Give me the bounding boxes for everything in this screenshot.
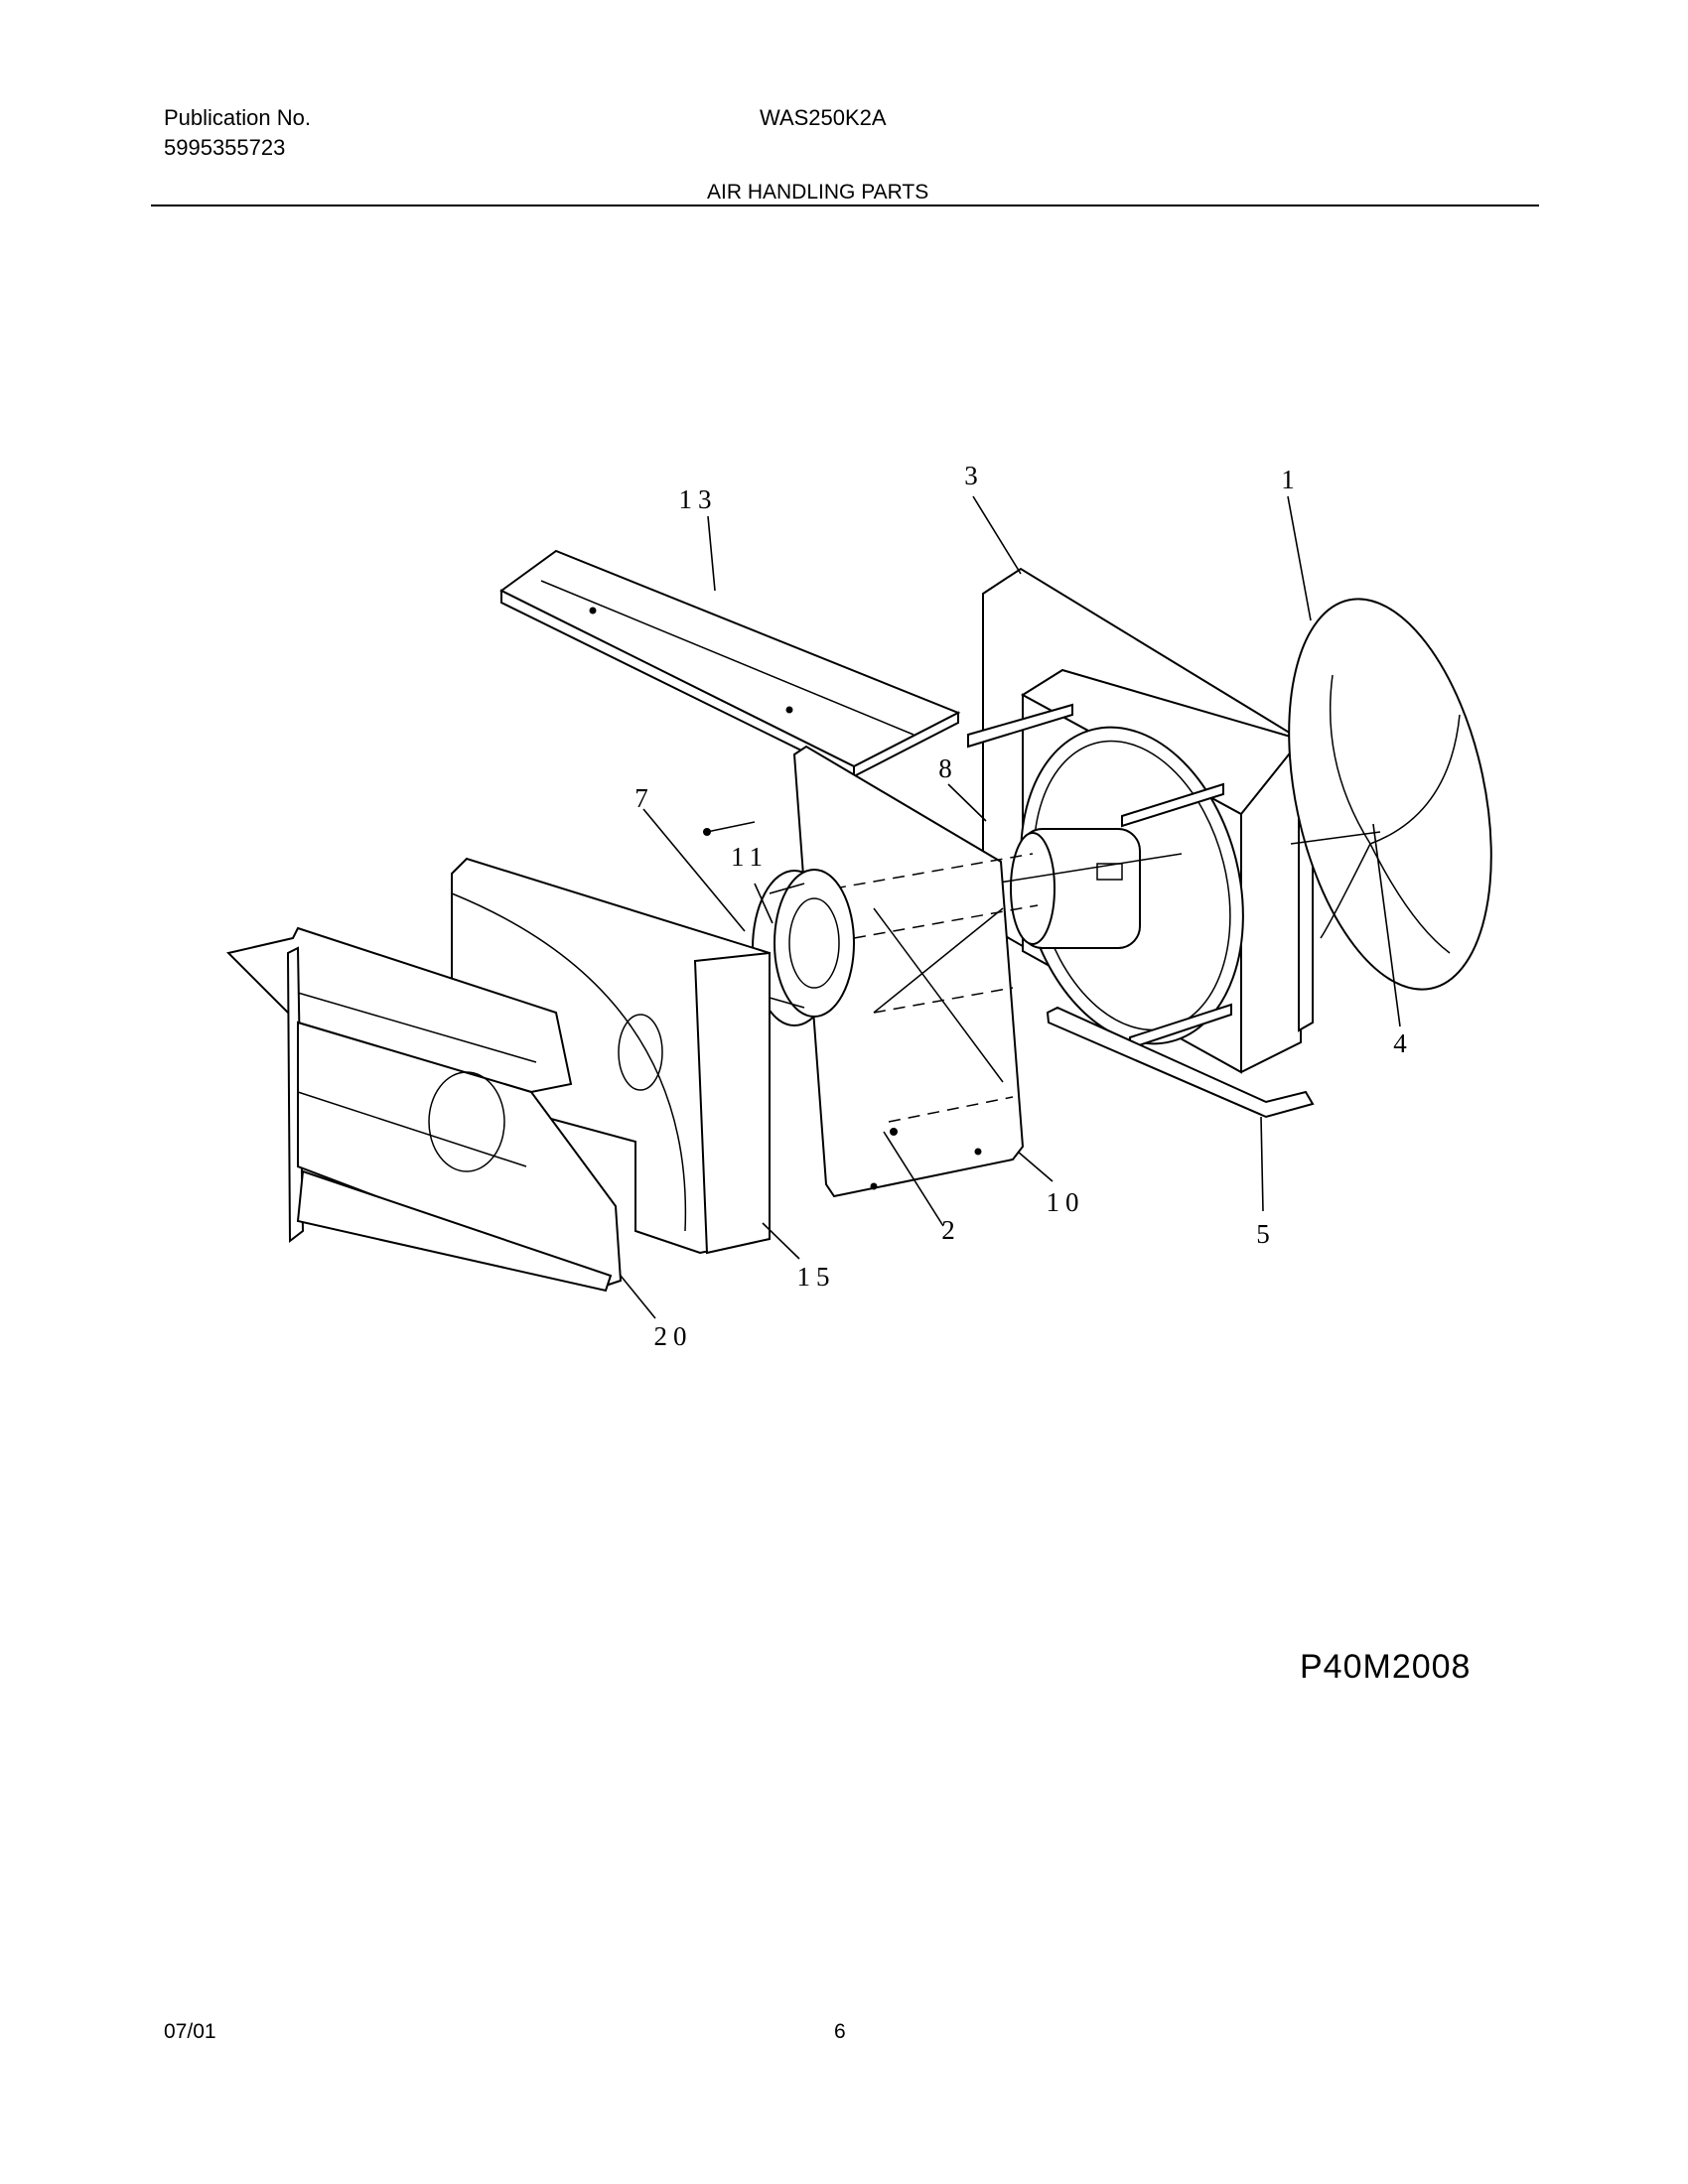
header-rule bbox=[151, 205, 1539, 206]
leader-10 bbox=[1017, 1151, 1054, 1182]
evaporator-housing bbox=[451, 857, 771, 1255]
partition-plate bbox=[792, 745, 1039, 1198]
callout-7: 7 bbox=[634, 783, 648, 813]
page-number: 6 bbox=[834, 2020, 846, 2043]
exploded-parts-diagram: 1 2 3 4 5 7 8 10 11 13 15 20 bbox=[226, 461, 1492, 1351]
callout-5: 5 bbox=[1256, 1219, 1270, 1249]
callout-20: 20 bbox=[654, 1321, 693, 1351]
section-title: AIR HANDLING PARTS bbox=[707, 181, 929, 204]
leader-15 bbox=[762, 1222, 800, 1260]
fan-motor bbox=[992, 828, 1183, 949]
leader-11 bbox=[754, 883, 774, 924]
callout-8: 8 bbox=[938, 753, 952, 783]
leader-2 bbox=[883, 1131, 944, 1227]
callout-13: 13 bbox=[679, 484, 718, 514]
screw bbox=[703, 821, 756, 836]
publication-number: 5995355723 bbox=[164, 135, 286, 160]
leader-4 bbox=[1372, 823, 1401, 1027]
condenser-fan-blade bbox=[1288, 598, 1492, 991]
front-grille bbox=[226, 926, 623, 1293]
callout-11: 11 bbox=[731, 842, 769, 872]
leader-3 bbox=[972, 495, 1022, 575]
leader-5 bbox=[1260, 1116, 1264, 1212]
drain-tube bbox=[1046, 1006, 1315, 1119]
publication-label: Publication No. bbox=[164, 105, 311, 130]
footer-date: 07/01 bbox=[164, 2020, 216, 2043]
leader-20 bbox=[620, 1275, 656, 1319]
callout-4: 4 bbox=[1393, 1028, 1407, 1058]
callout-3: 3 bbox=[964, 461, 978, 490]
fan-shroud bbox=[967, 567, 1314, 1074]
leader-8 bbox=[947, 783, 987, 822]
callout-15: 15 bbox=[797, 1262, 836, 1292]
leader-7 bbox=[642, 808, 746, 932]
leader-13 bbox=[707, 515, 716, 592]
leader-1 bbox=[1287, 495, 1312, 621]
callout-2: 2 bbox=[941, 1215, 955, 1245]
model-number: WAS250K2A bbox=[760, 105, 887, 130]
top-cover-plate bbox=[499, 549, 961, 778]
blower-wheel bbox=[752, 869, 855, 1026]
callout-1: 1 bbox=[1281, 465, 1295, 494]
callout-10: 10 bbox=[1047, 1187, 1085, 1217]
diagram-code: P40M2008 bbox=[1300, 1648, 1472, 1686]
